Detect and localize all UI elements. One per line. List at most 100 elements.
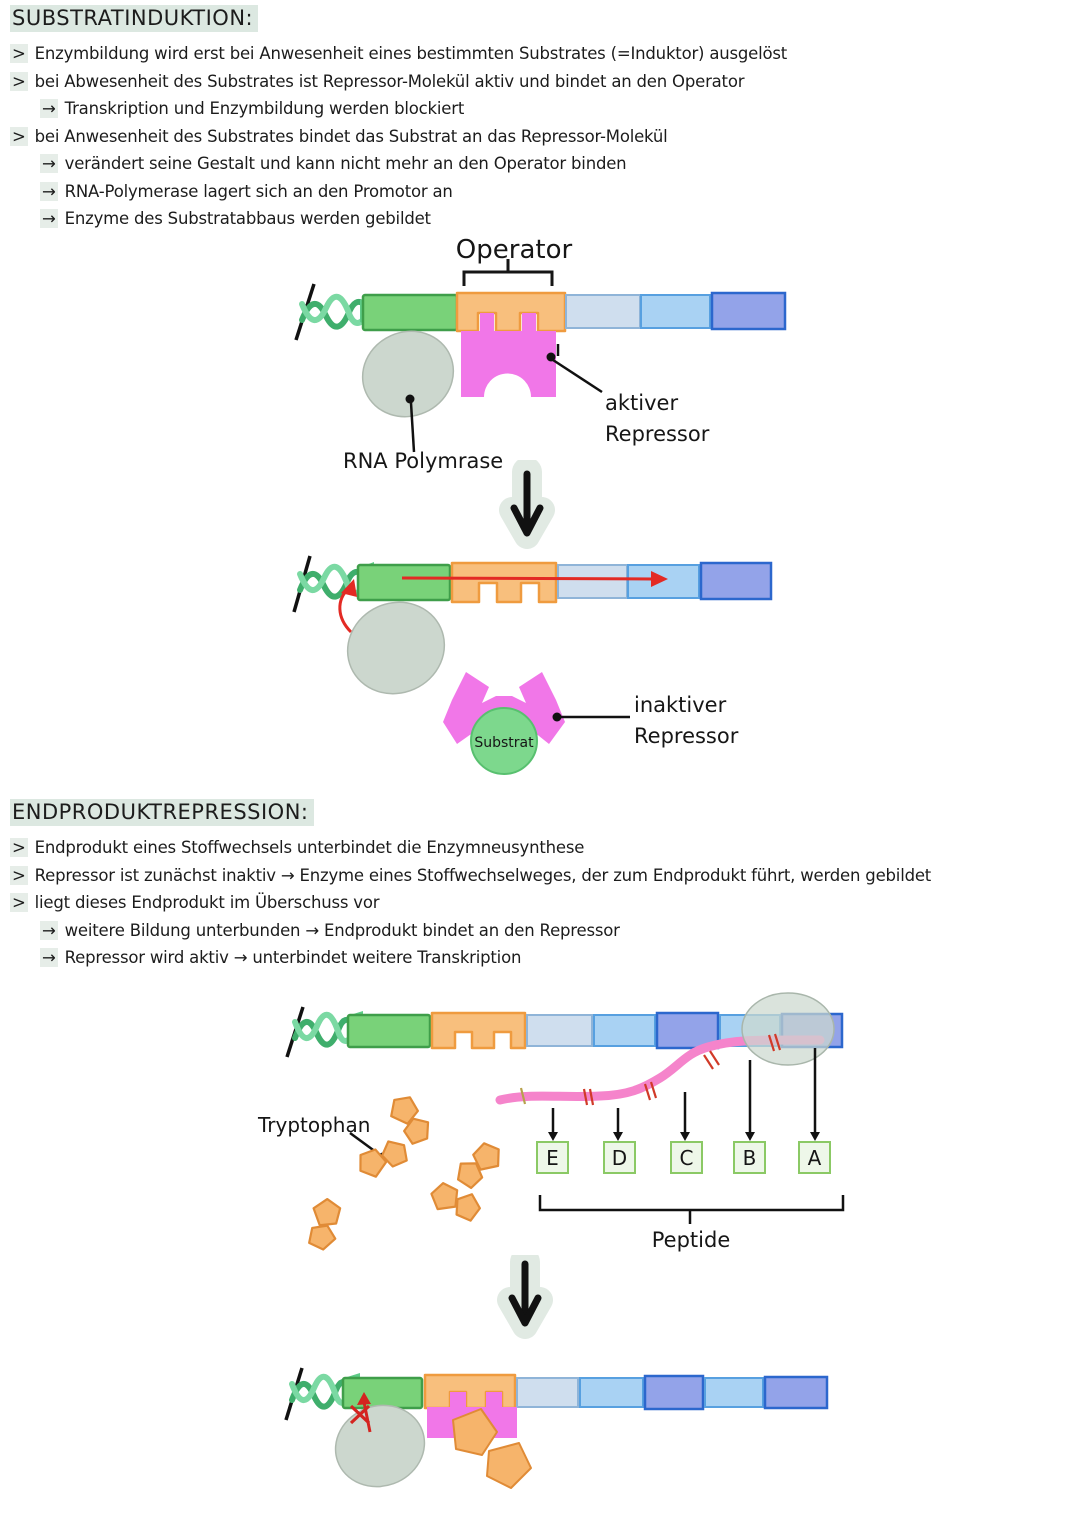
enzyme-box-d bbox=[603, 1141, 636, 1174]
note-text: RNA-Polymerase lagert sich an den Promot… bbox=[64, 181, 453, 201]
section-title-row: ENDPRODUKTREPRESSION: bbox=[10, 799, 1074, 826]
active-repressor-label-1: aktiver bbox=[605, 391, 678, 415]
arrow-marker: → bbox=[40, 99, 58, 118]
note-line: → weitere Bildung unterbunden → Endproduk… bbox=[10, 917, 1074, 945]
enzyme-box-b bbox=[733, 1141, 766, 1174]
blocked-binding-mark bbox=[349, 1392, 372, 1433]
gene-segment-2 bbox=[627, 564, 700, 599]
section1-title: SUBSTRATINDUKTION: bbox=[10, 5, 259, 32]
gene-segment-2 bbox=[640, 294, 711, 329]
enzyme-letter-e: E bbox=[546, 1146, 559, 1170]
note-line: > Endprodukt eines Stoffwechsels unterbin… bbox=[10, 834, 1074, 862]
note-line: → Transkription und Enzymbildung werden b… bbox=[10, 95, 1074, 123]
promoter-segment bbox=[341, 1376, 424, 1410]
note-text: bei Abwesenheit des Substrates ist Repre… bbox=[34, 71, 745, 91]
enzyme-box-c bbox=[670, 1141, 703, 1174]
enzyme-box-e bbox=[536, 1141, 569, 1174]
enzyme-arrowheads bbox=[548, 1132, 820, 1141]
gene-segment-2 bbox=[593, 1014, 656, 1047]
note-text: liegt dieses Endprodukt im Überschuss vo… bbox=[34, 893, 380, 912]
section-endproduktrepression: ENDPRODUKTREPRESSION: > Endprodukt eines … bbox=[10, 799, 1074, 972]
note-text: verändert seine Gestalt und kann nicht m… bbox=[64, 154, 627, 173]
bullet-marker: > bbox=[10, 44, 28, 63]
note-line: → RNA-Polymerase lagert sich an den Promo… bbox=[10, 178, 1074, 206]
bullet-marker: > bbox=[10, 126, 28, 146]
note-text: Transkription und Enzymbildung werden bl… bbox=[64, 99, 465, 118]
inactive-repressor-label-2: Repressor bbox=[634, 724, 739, 748]
enzyme-letter-a: A bbox=[808, 1146, 822, 1170]
substrate-label: Substrat bbox=[474, 735, 534, 751]
note-text: weitere Bildung unterbunden → Endprodukt… bbox=[64, 920, 620, 940]
gene-segment-1 bbox=[557, 564, 628, 599]
pointer-dot bbox=[546, 352, 556, 362]
gene-segment-3 bbox=[655, 1011, 720, 1050]
note-line: → Repressor wird aktiv → unterbindet weit… bbox=[10, 944, 1074, 972]
inactive-repressor-label-1: inaktiver bbox=[634, 693, 727, 717]
enzyme-arrows bbox=[551, 1048, 817, 1132]
enzyme-box-a bbox=[798, 1141, 831, 1174]
cleavage-ticks bbox=[519, 1033, 782, 1106]
section-substratinduktion: SUBSTRATINDUKTION: >Enzymbildung wird er… bbox=[10, 5, 1074, 233]
arrow-marker: → bbox=[40, 154, 58, 173]
rna-polymerase-shape bbox=[346, 601, 446, 695]
arrow-marker: → bbox=[40, 181, 58, 201]
gene-segment-1 bbox=[565, 294, 641, 329]
arrow-marker: → bbox=[40, 920, 58, 940]
active-repressor-shape bbox=[461, 313, 556, 397]
peptide-bracket bbox=[538, 1195, 845, 1224]
bullet-marker: > bbox=[10, 838, 28, 857]
arrow-marker: → bbox=[40, 948, 58, 967]
note-line: > liegt dieses Endprodukt im Überschuss v… bbox=[10, 889, 1074, 917]
diagram-substratinduktion-blocked: Operator aktiver Repressor RNA Polymrase bbox=[294, 235, 787, 473]
pointer-line bbox=[552, 358, 603, 394]
pointer-line bbox=[409, 402, 416, 453]
peptide-chain bbox=[495, 1035, 825, 1105]
transcription-arrow bbox=[401, 576, 654, 581]
note-text: Repressor ist zunächst inaktiv → Enzyme … bbox=[34, 865, 932, 885]
operator-bracket bbox=[462, 259, 554, 286]
note-text: Enzyme des Substratabbaus werden gebilde… bbox=[64, 209, 431, 228]
note-line: → Enzyme des Substratabbaus werden gebild… bbox=[10, 205, 1074, 233]
gene-segment-1 bbox=[526, 1014, 593, 1047]
note-line: > bei Anwesenheit des Substrates bindet d… bbox=[10, 123, 1074, 151]
diagram-endprodukt-translation: E D C B A Peptide Tryptophan bbox=[257, 992, 845, 1255]
gene-segment-3 bbox=[643, 1374, 705, 1411]
pointer-dot bbox=[405, 394, 415, 404]
down-arrow-icon bbox=[499, 460, 555, 549]
enzyme-letter-d: D bbox=[612, 1146, 627, 1170]
gene-segment-3 bbox=[710, 291, 787, 331]
enzyme-letter-c: C bbox=[680, 1146, 694, 1170]
note-line: > Repressor ist zunächst inaktiv → Enzyme… bbox=[10, 862, 1074, 890]
ribosome-shape bbox=[741, 992, 835, 1066]
gene-segment-4 bbox=[704, 1377, 764, 1408]
promoter-segment bbox=[346, 1013, 432, 1049]
gene-segment-5 bbox=[763, 1375, 829, 1410]
enzyme-boxes: E D C B A bbox=[536, 1141, 831, 1174]
down-arrow-icon bbox=[497, 1255, 553, 1339]
tryptophan-label: Tryptophan bbox=[257, 1113, 370, 1137]
rna-polymerase-shape bbox=[361, 330, 455, 418]
gene-segment-2 bbox=[579, 1377, 644, 1408]
note-line: > bei Abwesenheit des Substrates ist Repr… bbox=[10, 68, 1074, 96]
diagram-endprodukt-repression bbox=[284, 1255, 829, 1489]
operator-label: Operator bbox=[456, 235, 573, 265]
operator-segment bbox=[430, 1011, 527, 1050]
bullet-marker: > bbox=[10, 893, 28, 912]
note-text: Endprodukt eines Stoffwechsels unterbind… bbox=[34, 838, 585, 857]
operator-segment bbox=[455, 291, 567, 333]
bullet-marker: > bbox=[10, 71, 28, 91]
transcription-arrowhead bbox=[651, 571, 668, 587]
substrate-shape bbox=[470, 707, 538, 775]
arrow-marker: → bbox=[40, 209, 58, 228]
bullet-marker: > bbox=[10, 865, 28, 885]
polymerase-binding-arrowhead bbox=[341, 579, 357, 597]
active-repressor-label-2: Repressor bbox=[605, 422, 710, 446]
gene-segment-3 bbox=[699, 561, 773, 601]
peptide-label: Peptide bbox=[652, 1228, 730, 1252]
operator-segment bbox=[450, 561, 558, 604]
note-text: Repressor wird aktiv → unterbindet weite… bbox=[64, 948, 522, 967]
pointer-dot bbox=[552, 712, 562, 722]
note-text: bei Anwesenheit des Substrates bindet da… bbox=[34, 126, 668, 146]
note-line: → verändert seine Gestalt und kann nicht … bbox=[10, 150, 1074, 178]
